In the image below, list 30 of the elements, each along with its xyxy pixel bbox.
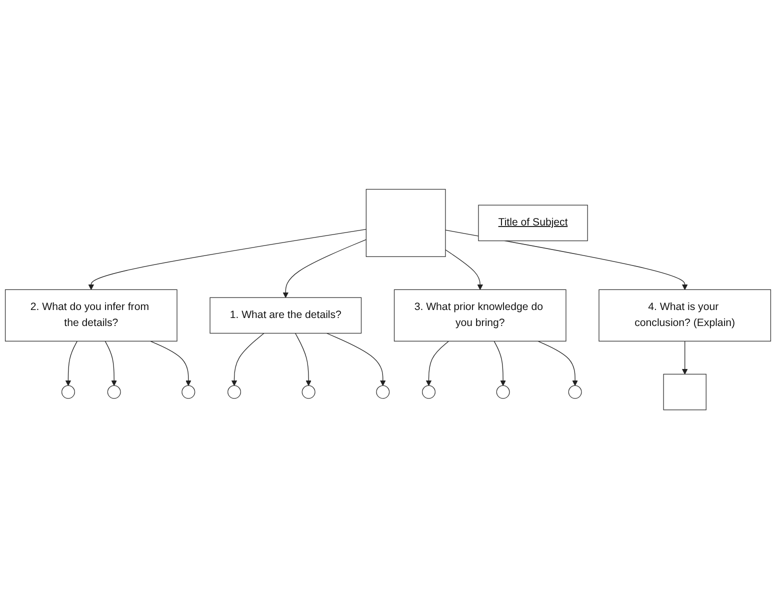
arrow [682, 341, 688, 375]
arrow [326, 333, 386, 386]
node-box [663, 374, 706, 411]
arrow [494, 341, 506, 386]
node-ellipse [568, 386, 582, 400]
node-ellipse [422, 386, 436, 400]
arrow [445, 250, 484, 290]
arrow [231, 333, 264, 386]
arrow [426, 341, 450, 386]
node-ellipse [302, 386, 316, 400]
node-box: 4. What is your conclusion? (Explain) [598, 290, 772, 342]
arrow [294, 333, 312, 386]
arrow [445, 230, 688, 290]
node-box [366, 189, 446, 258]
node-ellipse [376, 386, 390, 400]
arrow [65, 341, 78, 386]
node-ellipse [61, 386, 75, 400]
node-box: 2. What do you infer from the details? [4, 290, 178, 342]
node-box: 1. What are the details? [210, 298, 362, 334]
node-ellipse [496, 386, 510, 400]
arrow [282, 240, 367, 298]
arrow [538, 341, 578, 386]
arrow [104, 341, 117, 386]
node-ellipse [228, 386, 242, 400]
node-ellipse [107, 386, 121, 400]
node-ellipse [182, 386, 196, 400]
node-box: 3. What prior knowledge do you bring? [394, 290, 566, 342]
arrow [150, 341, 192, 386]
arrow [88, 229, 367, 290]
node-box: Title of Subject [478, 205, 588, 242]
